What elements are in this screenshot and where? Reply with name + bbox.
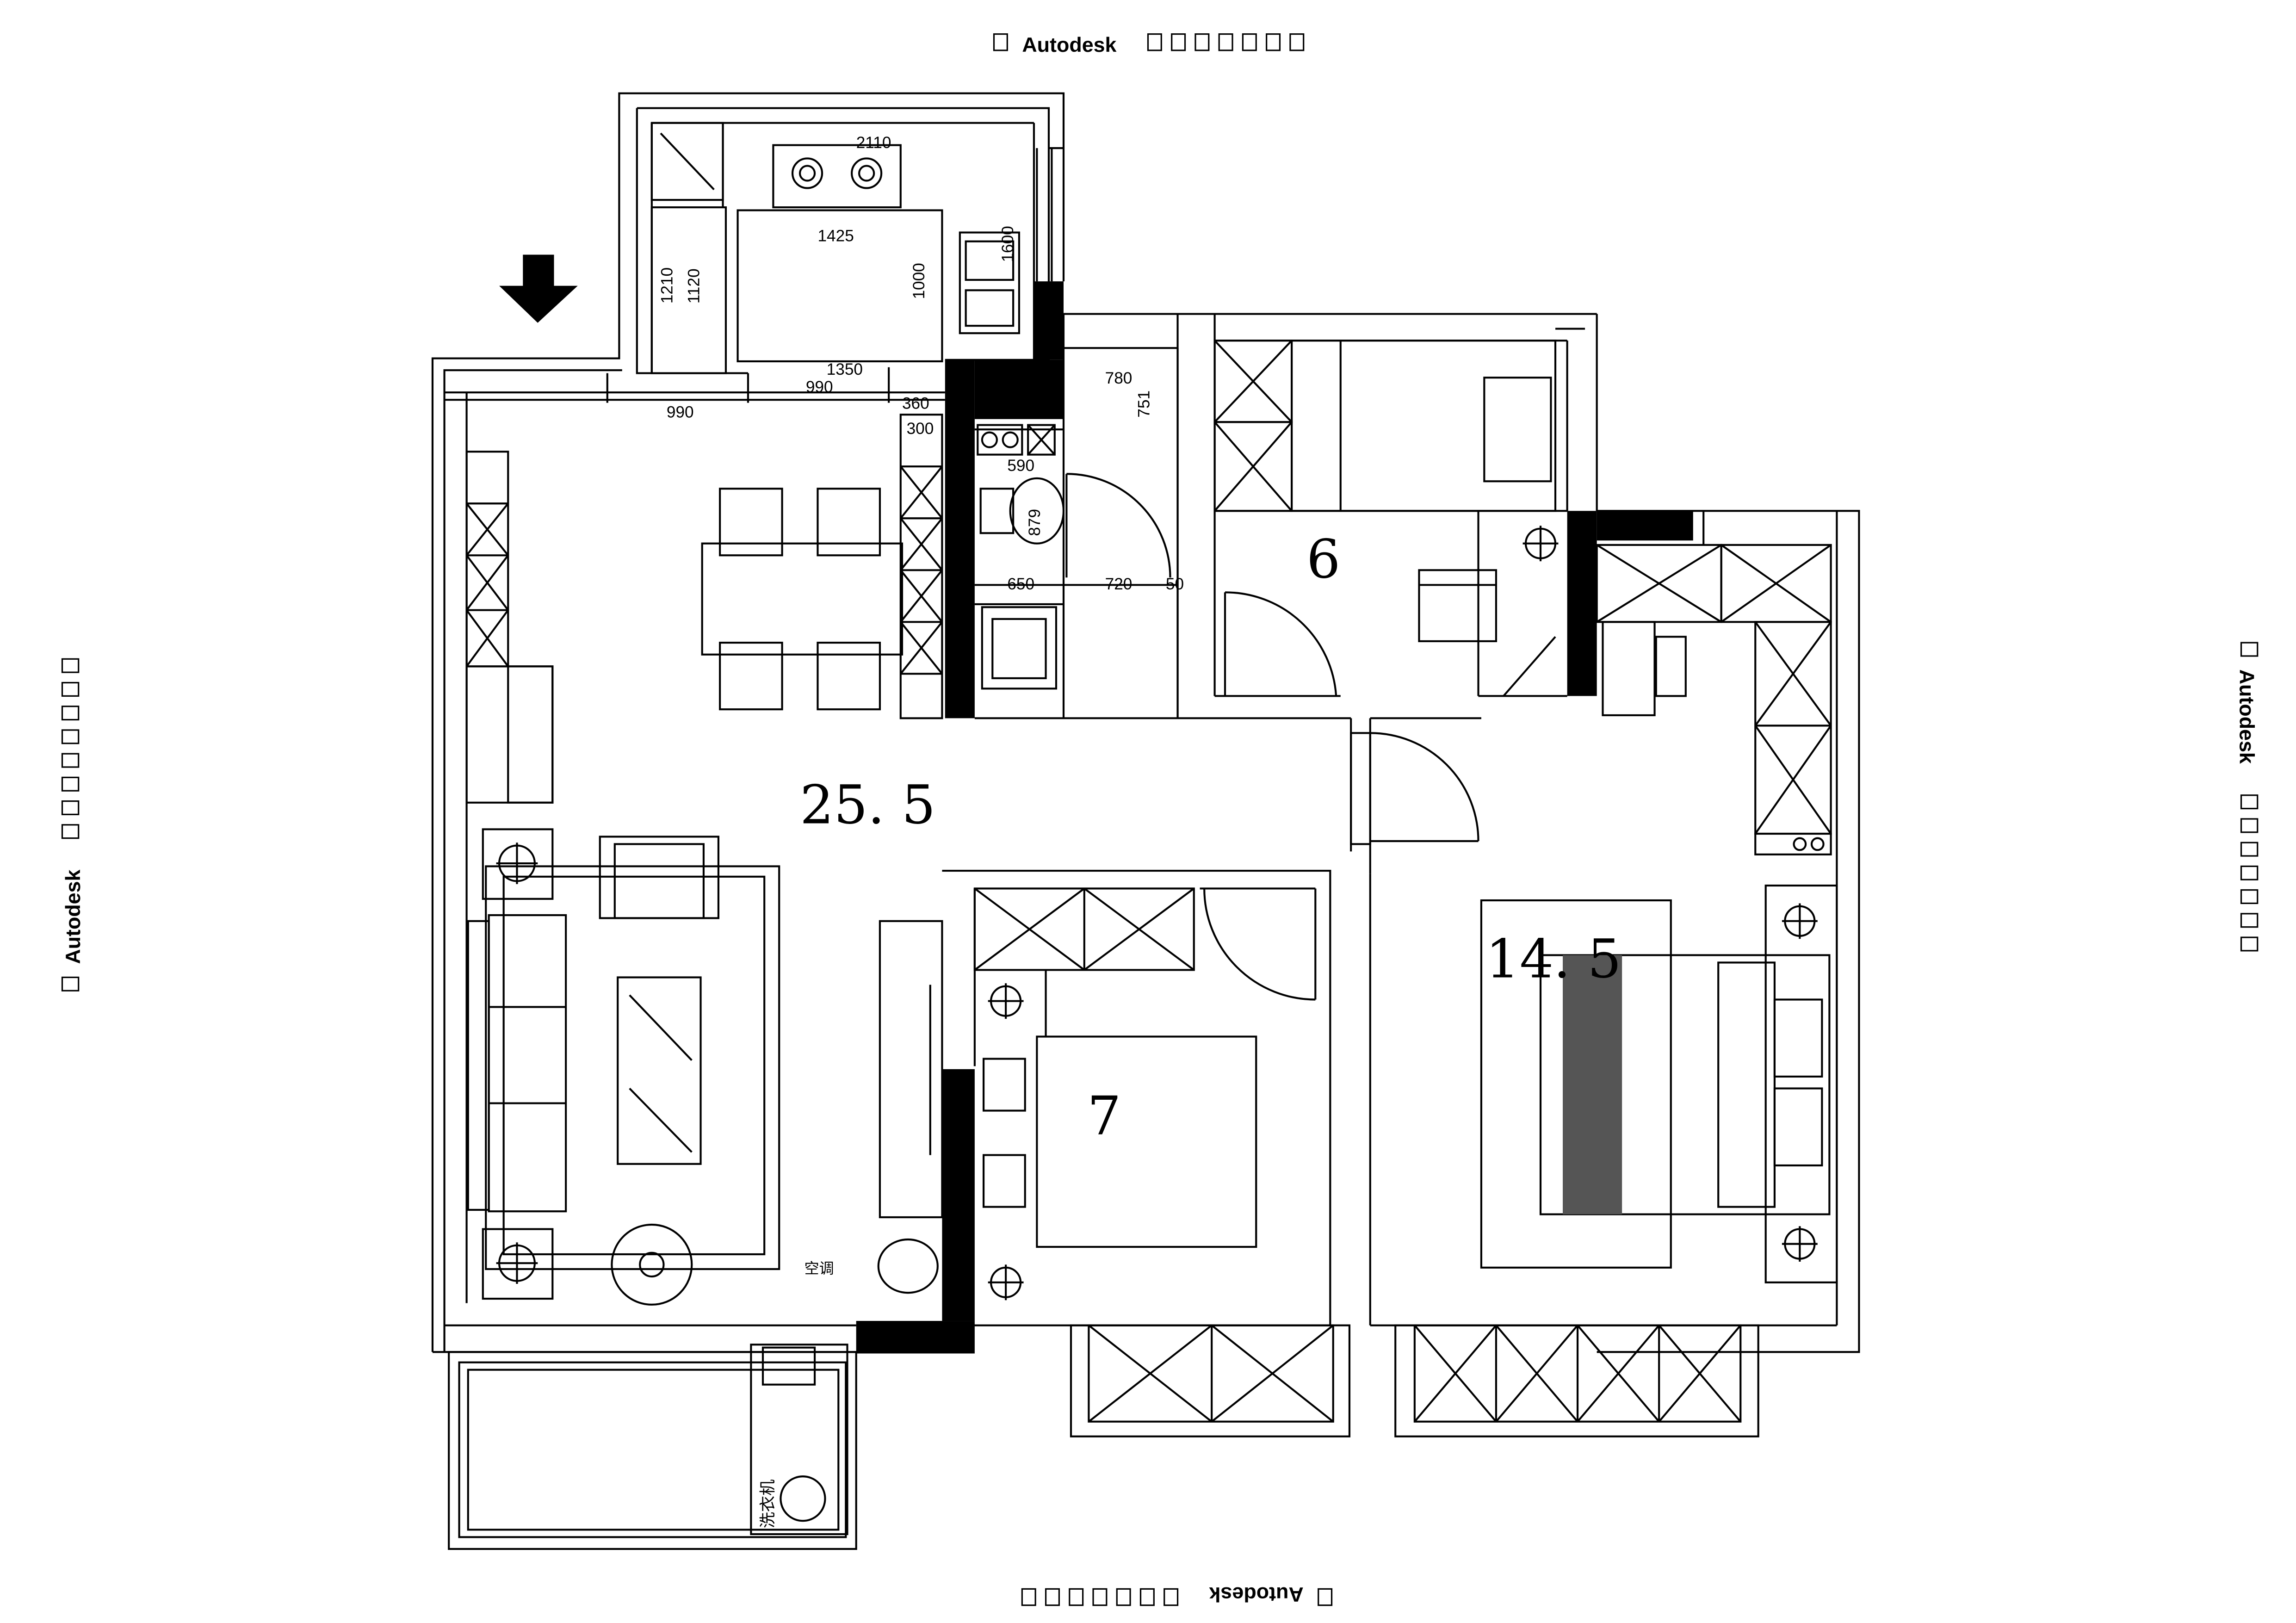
svg-text:1210: 1210: [658, 267, 676, 304]
svg-text:990: 990: [806, 378, 833, 396]
svg-text:1600: 1600: [999, 226, 1017, 262]
svg-text:50: 50: [1166, 575, 1184, 593]
washer-label: 洗衣机: [758, 1480, 777, 1529]
svg-text:2110: 2110: [856, 134, 891, 152]
aircon-label: 空调: [805, 1260, 834, 1277]
svg-text:7: 7: [1087, 1085, 1121, 1147]
svg-text:Autodesk: Autodesk: [1022, 33, 1116, 56]
svg-text:780: 780: [1105, 369, 1133, 387]
svg-text:720: 720: [1105, 575, 1133, 593]
svg-text:1120: 1120: [685, 268, 703, 304]
svg-text:1350: 1350: [827, 360, 863, 378]
watermark-left: Autodesk: [61, 658, 85, 991]
svg-text:6: 6: [1306, 528, 1340, 590]
svg-text:Autodesk: Autodesk: [2235, 669, 2258, 764]
watermark-top: Autodesk: [993, 33, 1305, 56]
svg-text:590: 590: [1007, 457, 1034, 475]
svg-text:751: 751: [1135, 390, 1153, 418]
solid-walls: [856, 281, 1693, 1354]
svg-text:1425: 1425: [817, 227, 854, 245]
svg-text:300: 300: [907, 420, 934, 438]
dimensions: 2110 1425 1210 1120 1000 1600 1350 990 9…: [658, 134, 1184, 593]
svg-text:25. 5: 25. 5: [800, 774, 935, 836]
svg-text:879: 879: [1026, 509, 1044, 536]
watermark-bottom: Autodesk: [1021, 1583, 1333, 1606]
svg-text:650: 650: [1007, 575, 1034, 593]
arrow-down-icon: [499, 254, 578, 323]
room-areas: 25. 5 6 7 14. 5: [800, 528, 1621, 1147]
svg-text:Autodesk: Autodesk: [1209, 1583, 1303, 1606]
svg-text:Autodesk: Autodesk: [62, 870, 85, 964]
watermark-right: Autodesk: [2235, 642, 2259, 952]
svg-text:14. 5: 14. 5: [1486, 929, 1621, 991]
svg-text:990: 990: [667, 403, 694, 421]
walls: [431, 92, 1860, 1550]
svg-text:1000: 1000: [910, 263, 928, 299]
svg-text:360: 360: [902, 394, 929, 412]
